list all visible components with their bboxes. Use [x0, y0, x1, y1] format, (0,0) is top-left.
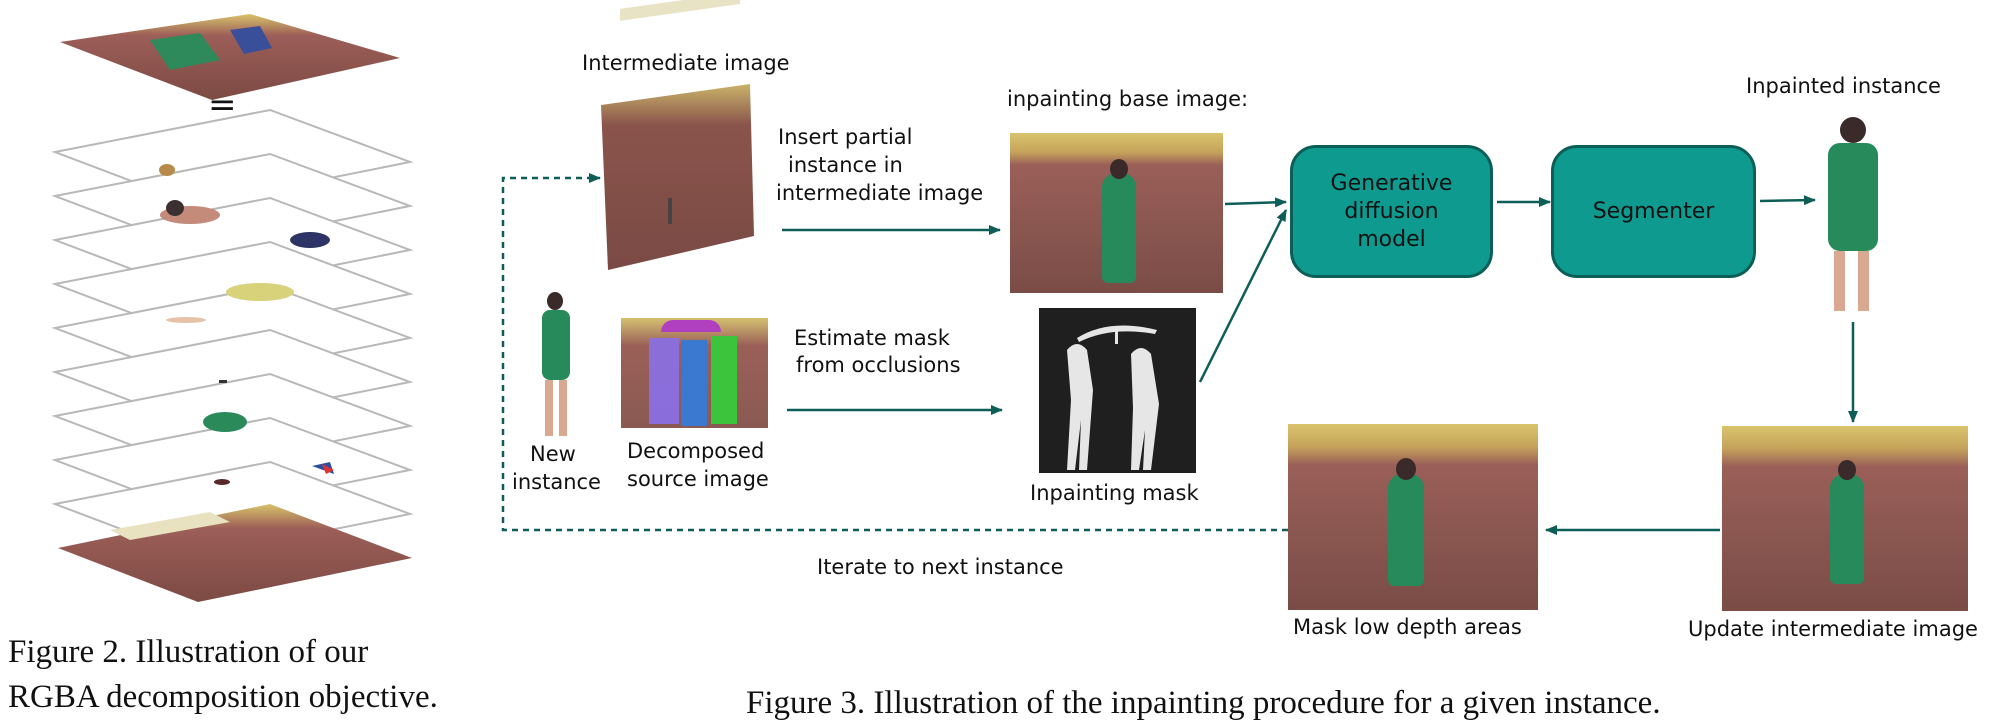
- label-estimate-2: from occlusions: [796, 353, 961, 377]
- layer-stack: [51, 14, 414, 602]
- label-insert-partial-2: instance in: [788, 153, 903, 177]
- label-insert-partial-1: Insert partial: [778, 125, 913, 149]
- composite-image: [60, 14, 400, 100]
- label-decomposed-1: Decomposed: [627, 439, 765, 463]
- diffusion-label-2: diffusion: [1344, 198, 1439, 224]
- figure3-caption: Figure 3. Illustration of the inpainting…: [746, 685, 1661, 721]
- decomposed-source-image: [621, 318, 768, 428]
- label-insert-partial-3: intermediate image: [776, 181, 984, 205]
- mask-low-depth-image: [1288, 424, 1538, 610]
- label-inpainting-base-image: inpainting base image:: [1007, 87, 1249, 111]
- equals-sign: =: [208, 85, 237, 125]
- arrow-segmenter-to-instance: [1759, 195, 1816, 206]
- iterate-loop-dotted: [501, 173, 1288, 532]
- diffusion-label-1: Generative: [1330, 170, 1453, 196]
- figure2-caption-line1: Figure 2. Illustration of our: [8, 634, 369, 670]
- label-mask-low-depth: Mask low depth areas: [1293, 615, 1522, 639]
- new-instance-image: [537, 292, 579, 438]
- segmenter-box: Segmenter: [1551, 145, 1756, 278]
- label-update-intermediate: Update intermediate image: [1688, 617, 1978, 641]
- arrow-mask-to-diffusion: [1198, 209, 1288, 383]
- layer-instances: [159, 164, 334, 485]
- generative-diffusion-model-box: Generative diffusion model: [1290, 145, 1493, 278]
- label-intermediate-image: Intermediate image: [582, 51, 790, 75]
- inpainting-base-image: [1010, 133, 1223, 293]
- segmenter-label: Segmenter: [1592, 198, 1715, 224]
- arrow-base-to-diffusion: [1224, 197, 1287, 208]
- label-new-1: New: [530, 442, 576, 466]
- figure2-caption-line2: RGBA decomposition objective.: [8, 679, 438, 715]
- label-new-2: instance: [512, 470, 601, 494]
- label-inpainted-instance: Inpainted instance: [1746, 74, 1941, 98]
- label-estimate-1: Estimate mask: [794, 326, 950, 350]
- label-inpainting-mask: Inpainting mask: [1030, 481, 1199, 505]
- inpainted-instance-image: [1820, 117, 1890, 312]
- updated-intermediate-image: [1722, 426, 1968, 611]
- background-layer-image: [58, 504, 412, 602]
- base-image-head: [1110, 159, 1128, 179]
- base-image-person: [1102, 173, 1136, 283]
- label-iterate: Iterate to next instance: [817, 555, 1064, 579]
- label-decomposed-2: source image: [627, 467, 769, 491]
- diffusion-label-3: model: [1357, 226, 1426, 252]
- inpainting-mask-image: [1039, 308, 1196, 473]
